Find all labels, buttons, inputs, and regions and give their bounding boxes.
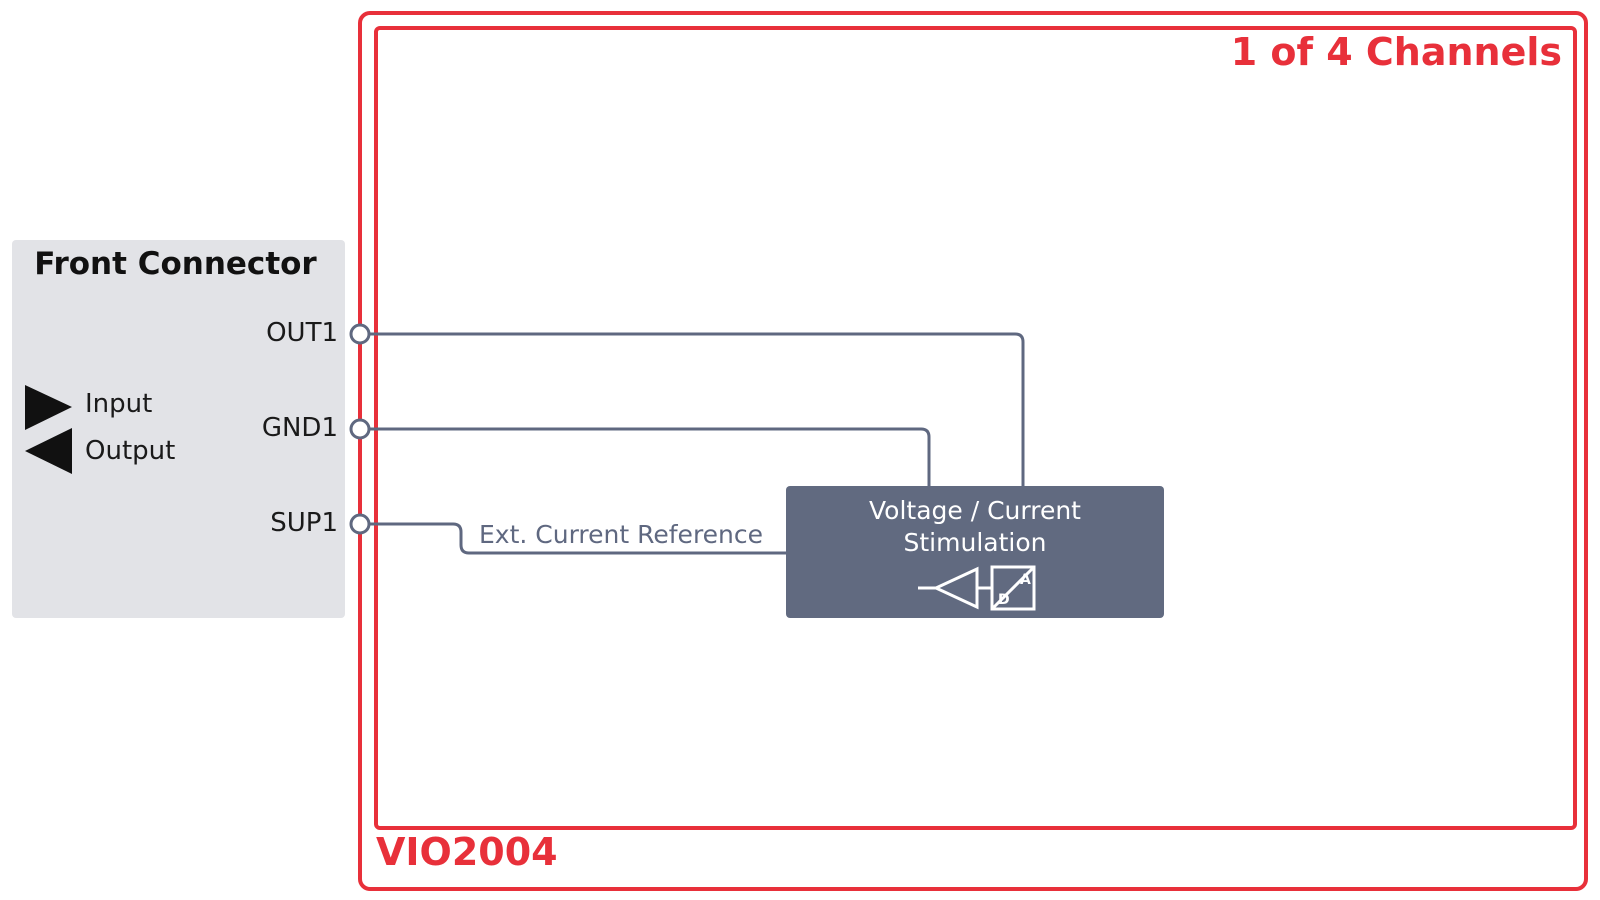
device-name-label: VIO2004: [376, 830, 558, 874]
ext-current-reference-label: Ext. Current Reference: [479, 520, 764, 549]
front-connector-title: Front Connector: [34, 246, 317, 282]
wire-gnd1: [369, 427, 931, 486]
pin-label-sup1: SUP1: [270, 508, 338, 538]
pin-terminal-gnd1[interactable]: [349, 418, 371, 440]
pin-terminal-sup1[interactable]: [349, 513, 371, 535]
dac-label-a: A: [1020, 572, 1031, 588]
channels-label: 1 of 4 Channels: [1230, 30, 1562, 74]
stimulation-title-line1: Voltage / Current: [869, 496, 1081, 525]
dac-icon: A D: [990, 565, 1036, 611]
output-arrow-icon: [25, 428, 72, 474]
wire-out1: [369, 332, 1025, 486]
device-frame: [358, 11, 1588, 891]
pin-label-out1: OUT1: [266, 318, 338, 348]
stimulation-block-title: Voltage / Current Stimulation: [786, 495, 1164, 559]
front-connector-panel: [12, 240, 345, 618]
legend-input-label: Input: [85, 389, 153, 419]
pin-terminal-out1[interactable]: [349, 323, 371, 345]
dac-label-d: D: [998, 592, 1010, 608]
stimulation-block[interactable]: [786, 486, 1164, 618]
pin-label-gnd1: GND1: [261, 413, 338, 443]
legend-output-label: Output: [85, 436, 176, 466]
stimulation-title-line2: Stimulation: [903, 528, 1047, 557]
amplifier-icon: [918, 566, 992, 610]
wire-sup1: [369, 522, 786, 555]
input-arrow-icon: [25, 385, 72, 430]
